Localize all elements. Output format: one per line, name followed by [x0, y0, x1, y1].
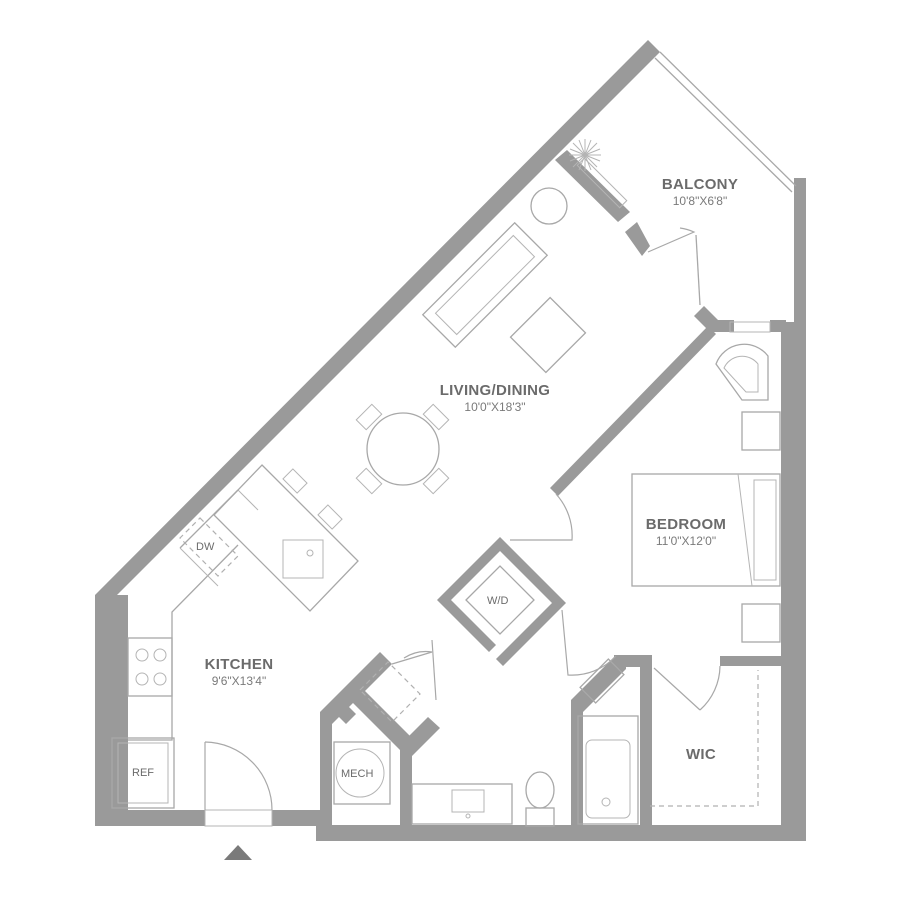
kitchen-name: KITCHEN	[205, 656, 274, 673]
nightstand-top	[741, 411, 781, 451]
bedroom-name: BEDROOM	[646, 516, 726, 533]
room-labels: BALCONY 10'8"X6'8" LIVING/DINING 10'0"X1…	[205, 176, 738, 763]
entry-arrow-icon	[224, 845, 252, 860]
exterior-walls	[95, 40, 806, 841]
balcony-railing	[576, 51, 797, 333]
bedroom-dim: 11'0"X12'0"	[656, 534, 716, 548]
coffee-table	[509, 296, 587, 374]
kitchen-counter	[128, 489, 259, 741]
hall-closet-shelf	[359, 661, 421, 723]
balcony-door	[647, 227, 696, 253]
nightstand-bottom	[741, 603, 781, 643]
refrigerator: REF	[111, 737, 175, 809]
interior-walls	[320, 652, 782, 828]
wic-name: WIC	[686, 746, 716, 763]
dishwasher: DW	[179, 517, 239, 577]
stove	[127, 637, 173, 697]
kitchen-island	[213, 464, 359, 612]
wic	[650, 665, 759, 807]
bed	[631, 473, 781, 587]
bathtub	[577, 715, 639, 825]
laundry-closet: W/D	[437, 537, 566, 666]
balcony-name: BALCONY	[662, 176, 738, 193]
hall-closet-door	[391, 650, 433, 665]
bath-door	[561, 609, 617, 676]
ref-label: REF	[132, 767, 154, 779]
sofa	[421, 221, 549, 349]
entry-door	[204, 741, 273, 827]
wd-label: W/D	[487, 595, 508, 607]
mech-label: MECH	[341, 768, 373, 780]
linen-closet	[579, 658, 625, 704]
armchair	[715, 343, 769, 401]
plant-icon	[569, 139, 601, 171]
dw-label: DW	[196, 541, 215, 553]
living-dim: 10'0"X18'3"	[464, 400, 525, 414]
bedroom-door	[510, 493, 573, 541]
side-table	[530, 187, 568, 225]
dining-table	[355, 403, 450, 495]
vanity	[411, 783, 513, 825]
kitchen-dim: 9'6"X13'4"	[212, 674, 266, 688]
mech-unit: MECH	[333, 741, 391, 805]
living-name: LIVING/DINING	[440, 382, 551, 399]
toilet	[525, 771, 555, 827]
balcony-dim: 10'8"X6'8"	[673, 194, 727, 208]
